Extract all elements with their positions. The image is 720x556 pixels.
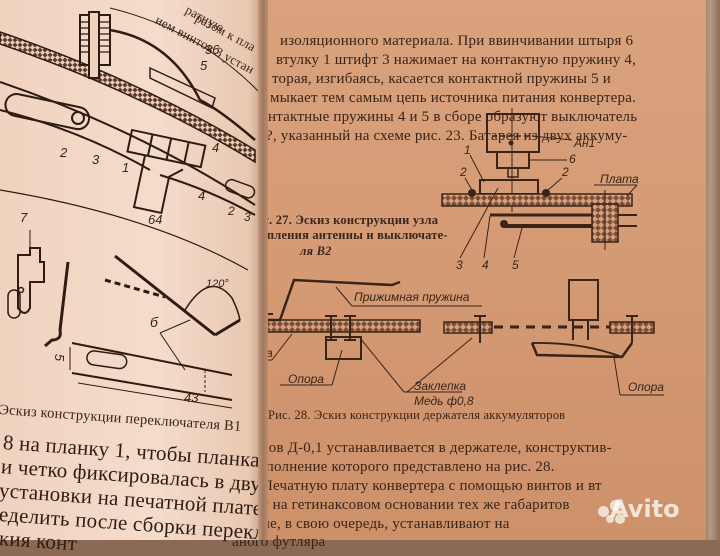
figure-27-caption: репления антенны и выключате- [254,228,448,242]
left-page: ратную разом к пла ием винтов 3 устан [0,0,265,555]
label-2: 2 [228,204,235,218]
text-line: ое исполнение которого представлено на р… [232,459,555,475]
text-line: ?, указанный на схеме рис. 23. Батарея и… [266,128,628,144]
label-2: 2 [460,165,467,179]
label-3: 3 [456,258,463,272]
figure-28-caption: Рис. 28. Эскиз конструкции держателя акк… [268,408,566,422]
label-7: 7 [20,210,28,225]
figure-27-drawing [441,108,638,259]
label-b: б [150,314,158,330]
label-opora: Опора [288,372,324,386]
text-line: ование, в свою очередь, устанавливают на [232,516,510,532]
figure-28-drawing [232,278,664,396]
label-1: 1 [122,160,130,175]
text-line: Печатную плату конвертера с помощью винт… [262,478,602,494]
label-3: 3 [92,152,100,167]
text-line: нтактные пружины 4 и 5 в сборе образуют … [268,109,638,125]
text-line: мыкает тем самым цепь источника питания … [270,90,637,106]
label-1: 1 [464,143,471,157]
label-an1: Ан1 [574,136,596,150]
figure-switch-drawing [0,7,263,409]
label-plata: Плата [600,172,639,186]
text-line: репят на гетинаксовом основании тех же г… [232,497,570,513]
label-43: 43 [184,390,199,405]
label-36: 36 [205,42,220,57]
avito-logo-icon [598,500,628,530]
label-4: 4 [198,188,206,203]
label-spring: Прижимная пружина [354,290,470,304]
label-5: 5 [512,258,519,272]
text-line: ляторов Д-0,1 устанавливается в держател… [232,440,612,456]
figure-27-caption: ля В2 [300,244,332,258]
label-4: 4 [482,258,489,272]
label-rivet: Заклепка [414,379,467,393]
text-line: торая, изгибаясь, касается контактной пр… [272,71,612,87]
label-5: 5 [200,58,208,73]
label-angle: 120° [206,278,229,290]
label-opora: Опора [628,380,664,394]
background-surface [704,0,720,540]
label-4: 4 [212,140,220,155]
text-line: кия конт [0,526,78,556]
label-5: 5 [52,353,68,362]
label-2: 2 [60,145,68,160]
label-3: 3 [244,210,251,224]
label-2: 2 [562,165,569,179]
book-gutter [258,0,268,540]
text-line: втулку 1 штифт 3 нажимает на контактную … [276,52,637,68]
watermark: Avito [610,495,680,523]
label-64: 64 [148,212,163,227]
right-page: изоляционного материала. При ввинчивании… [232,0,706,550]
text-line: изоляционного материала. При ввинчивании… [280,33,634,49]
label-copper: Медь ф0,8 [414,394,474,408]
label-6: 6 [569,152,576,166]
figure-27-caption: ис. 27. Эскиз конструкции узла [256,213,439,227]
